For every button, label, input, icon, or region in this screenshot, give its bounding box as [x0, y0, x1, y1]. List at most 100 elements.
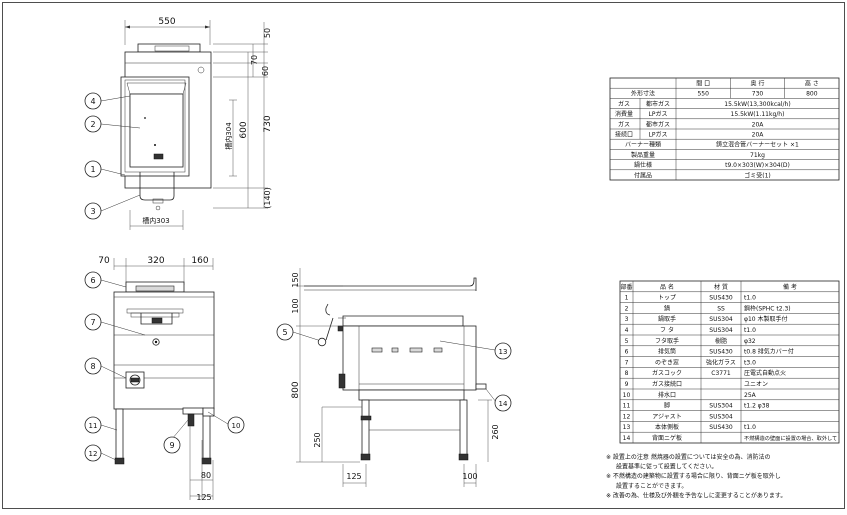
- svg-text:4: 4: [90, 97, 95, 106]
- parts-cell: のぞき窓: [655, 358, 679, 366]
- spec-header-cell: 奥 行: [751, 80, 765, 88]
- parts-cell: 鍋取手: [658, 315, 676, 323]
- note-line: 設置することができます。: [616, 482, 687, 490]
- spec-row-label: バーナー種類: [625, 141, 661, 149]
- parts-cell: 7: [625, 359, 629, 366]
- parts-cell: SUS304: [709, 316, 733, 323]
- parts-cell: 5: [625, 338, 629, 345]
- spec-row-label: ガス: [618, 100, 630, 108]
- callout-2: 2: [84, 115, 102, 133]
- spec-value-cell: t9.0×303(W)×304(D): [725, 162, 790, 169]
- top-view: 550 50 70 60: [100, 17, 273, 230]
- parts-cell: 鋼枠(SPHC t2.3): [744, 304, 791, 312]
- vent-slots: [371, 347, 443, 353]
- parts-cell: 背面ニゲ板: [652, 434, 682, 442]
- dim-front-bottom-1: 80: [201, 471, 211, 480]
- spec-value-cell: 20A: [752, 132, 765, 139]
- sheet-border: [2, 2, 845, 509]
- svg-text:13: 13: [499, 348, 508, 356]
- callout-12: 12: [84, 444, 102, 462]
- dim-front-left: 70: [98, 256, 110, 266]
- spec-row-sub: 都市ガス: [646, 120, 670, 128]
- parts-cell: 13: [623, 424, 631, 431]
- parts-cell: 本体側板: [655, 423, 679, 431]
- callout-10: 10: [227, 416, 245, 434]
- spec-value-cell: 730: [752, 91, 764, 98]
- dim-top-offset: 50: [263, 28, 272, 38]
- dim-front-right: 160: [191, 256, 208, 266]
- parts-cell: SUS430: [709, 424, 733, 431]
- dim-70: 70: [250, 55, 259, 65]
- dim-front: (140): [263, 187, 272, 209]
- note-line: ※ 改善の為、仕様及び外観を予告なしに変更することがあります。: [606, 491, 786, 499]
- parts-cell: SUS430: [709, 349, 733, 356]
- spec-value-cell: 20A: [752, 121, 765, 128]
- dim-depth: 730: [263, 115, 273, 132]
- spec-row-label: 製品重量: [631, 151, 655, 159]
- svg-text:7: 7: [90, 318, 95, 327]
- parts-cell: t1.0: [744, 295, 756, 302]
- parts-cell: 4: [625, 327, 629, 334]
- svg-text:5: 5: [282, 328, 287, 337]
- spec-header-cell: 間 口: [696, 81, 710, 88]
- parts-header-cell: 材 質: [714, 283, 728, 291]
- spec-row-sub: LPガス: [649, 110, 668, 118]
- parts-cell: ガスコック: [652, 369, 682, 377]
- parts-cell: 不燃構造の壁面に設置の場合、取外して: [744, 434, 837, 442]
- parts-cell: 11: [623, 403, 631, 410]
- parts-cell: SUS304: [709, 327, 733, 334]
- parts-cell: 圧電式自動点火: [744, 369, 786, 377]
- parts-cell: 鍋: [664, 304, 670, 312]
- parts-cell: SS: [717, 305, 725, 312]
- parts-cell: 排気筒: [658, 348, 676, 356]
- parts-cell: t1.0: [744, 327, 756, 334]
- dim-side-height: 800: [291, 381, 301, 398]
- notes: ※ 設置上の注意 燃焼器の設置については安全の為、消防法の設置基準に従って設置し…: [606, 453, 786, 499]
- parts-header-cell: 備 考: [783, 283, 797, 291]
- side-view: 150 100 800 250 260 125 100: [291, 268, 500, 487]
- parts-cell: 14: [623, 435, 631, 442]
- dim-side-150: 150: [291, 272, 300, 287]
- spec-value-cell: 15.5kW(1.11kg/h): [731, 111, 785, 118]
- callout-1: 1: [84, 160, 102, 178]
- parts-cell: t3.0: [744, 359, 756, 366]
- spec-row-sub: LPガス: [649, 131, 668, 139]
- front-view: 70 320 160 80 125: [98, 256, 229, 502]
- parts-cell: ユニオン: [744, 381, 768, 388]
- parts-cell: アジャスト: [652, 413, 681, 420]
- spec-row-label: 接続口: [615, 131, 633, 139]
- parts-cell: 8: [625, 370, 629, 377]
- parts-cell: SUS304: [709, 413, 733, 420]
- parts-cell: 強化ガラス: [706, 358, 736, 366]
- callout-14: 14: [494, 394, 512, 412]
- dim-tank-inner: 槽内304: [224, 122, 233, 150]
- callout-5: 5: [276, 323, 294, 341]
- parts-cell: 樹脂: [715, 337, 727, 345]
- parts-cell: ガス接続口: [652, 380, 682, 388]
- parts-cell: C3771: [711, 370, 731, 377]
- parts-cell: 排水口: [658, 391, 676, 399]
- spec-value-cell: 15.5kW(13,300kcal/h): [724, 101, 790, 108]
- peep-window: [152, 338, 160, 346]
- parts-cell: 2: [625, 305, 629, 312]
- spec-row-label: 付属品: [634, 171, 652, 179]
- spec-value-cell: 鋳立混合管バーナーセット ×1: [716, 141, 799, 149]
- svg-text:14: 14: [499, 400, 508, 408]
- svg-text:11: 11: [89, 422, 98, 430]
- parts-cell: 12: [623, 413, 631, 420]
- dim-front-center: 320: [147, 256, 164, 266]
- parts-header-cell: 部番: [620, 283, 632, 291]
- parts-cell: t1.0: [744, 424, 756, 431]
- callout-3: 3: [84, 202, 102, 220]
- dim-side-250: 250: [313, 432, 322, 447]
- parts-cell: 6: [625, 349, 629, 356]
- parts-cell: 3: [625, 316, 629, 323]
- dim-side-bottom-right: 100: [462, 472, 477, 481]
- callout-13: 13: [494, 342, 512, 360]
- spec-value-cell: 550: [697, 91, 709, 98]
- spec-row-label: 外形寸法: [631, 90, 655, 98]
- svg-text:1: 1: [90, 165, 95, 174]
